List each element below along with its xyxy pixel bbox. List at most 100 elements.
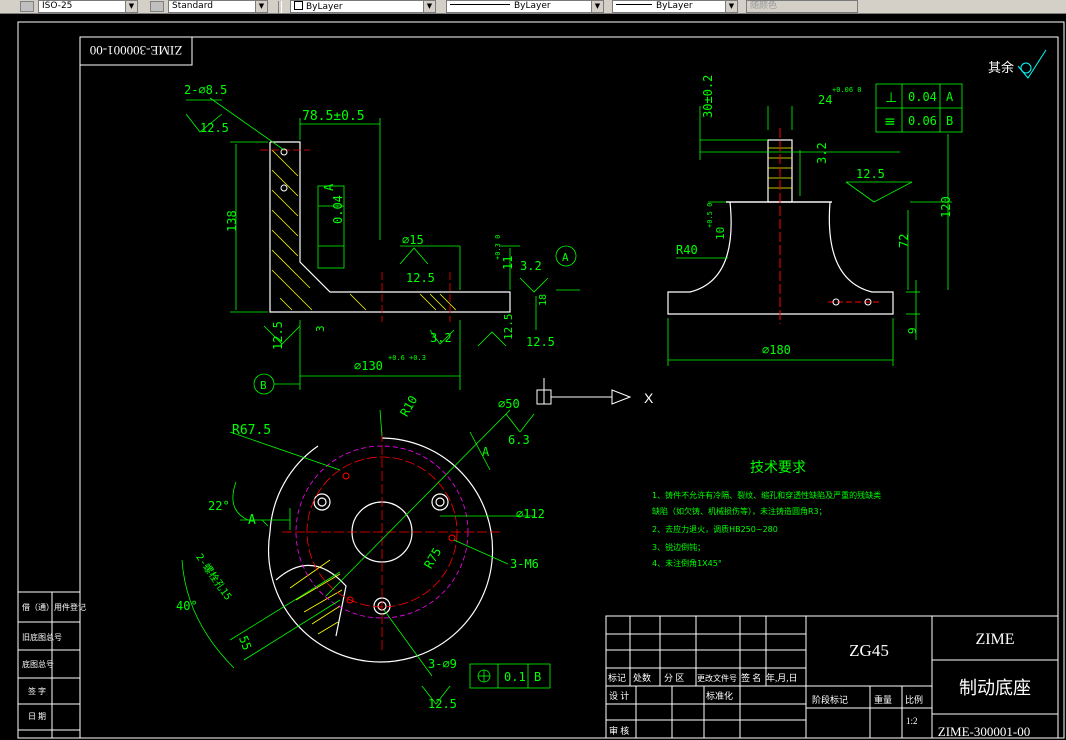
roughness-label: 6.3 — [508, 433, 530, 447]
dimension-label: 72 — [897, 234, 911, 248]
dimension-label: 22° — [208, 499, 230, 513]
roughness-check-icon — [1017, 49, 1047, 79]
datum-label: A — [562, 251, 569, 264]
roughness-label: 12.5 — [406, 271, 435, 285]
tolerance-label: +0.3 0 — [494, 235, 502, 260]
dimension-label: 3 — [314, 325, 327, 332]
chevron-down-icon[interactable]: ▼ — [255, 1, 267, 12]
dimension-label: R10 — [397, 393, 420, 419]
linetype-value: ByLayer — [514, 1, 551, 11]
hole-callout-label: 2-⌀8.5 — [184, 83, 227, 97]
dimstyle-manager-icon[interactable] — [20, 1, 34, 12]
dimension-label: 11 — [501, 256, 515, 270]
top-view: R10 R67.5 ⌀50 6.3 A 22° A ⌀112 R75 3-M6 … — [176, 393, 551, 711]
title-block-label: 设 计 — [609, 690, 629, 701]
title-block-label: 更改文件号 — [697, 673, 737, 683]
mirrored-drawing-number: ZIME-300001-00 — [90, 43, 182, 58]
title-block-label: 处数 — [633, 672, 651, 683]
tech-req-line: 3、锐边倒钝； — [652, 542, 705, 552]
dimension-label: 55 — [236, 634, 254, 652]
strip-row-label: 底图总号 — [22, 659, 54, 669]
plotstyle-value: 随颜色 — [750, 1, 778, 11]
drawing-outer-border — [17, 21, 1065, 739]
chevron-down-icon[interactable]: ▼ — [125, 1, 137, 12]
roughness-circle-icon — [1020, 62, 1032, 74]
title-block-label: 阶段标记 — [812, 694, 848, 705]
textstyle-value: Standard — [172, 1, 213, 11]
title-block-label: 分 区 — [664, 673, 684, 683]
datum-label: B — [260, 379, 267, 392]
chevron-down-icon[interactable]: ▼ — [591, 1, 603, 12]
tolerance-value: 0.06 — [908, 114, 937, 128]
left-registration-strip — [17, 591, 81, 739]
dimension-label: 30±0.2 — [701, 75, 715, 118]
dimension-label: ⌀130 — [354, 359, 383, 373]
lineweight-combo[interactable]: ByLayer ▼ — [612, 0, 738, 13]
title-block — [605, 615, 1059, 739]
material-label: ZG45 — [849, 641, 889, 660]
dimension-label: ⌀50 — [498, 397, 520, 411]
tolerance-datum: A — [946, 90, 954, 104]
toolbar-separator — [278, 1, 282, 13]
roughness-label: 3.2 — [430, 331, 452, 345]
title-block-label: 审 核 — [609, 725, 629, 736]
slot-note-label: 2-螺栓孔15 — [193, 551, 235, 603]
strip-row-label: 借（通）用件登记 — [22, 602, 86, 612]
lineweight-value: ByLayer — [656, 1, 693, 11]
tolerance-datum: A — [322, 183, 336, 191]
dimension-label: R67.5 — [232, 423, 271, 438]
tolerance-datum: B — [946, 114, 953, 128]
plotstyle-combo[interactable]: 随颜色 — [746, 0, 858, 13]
chevron-down-icon[interactable]: ▼ — [423, 1, 435, 12]
roughness-label: 12.5 — [200, 121, 229, 135]
dimstyle-value: ISO-25 — [42, 1, 73, 11]
part-number-label: ZIME-300001-00 — [938, 724, 1030, 739]
strip-row-label: 签 字 — [28, 686, 46, 696]
part-name-label: 制动底座 — [959, 678, 1031, 698]
roughness-label: 3.2 — [520, 259, 542, 273]
properties-toolbar: ISO-25 ▼ Standard ▼ ByLayer ▼ ByLayer ▼ ByLa… — [0, 0, 1066, 14]
lineweight-sample-icon — [616, 4, 652, 5]
dimension-label: R75 — [421, 545, 444, 571]
color-value: ByLayer — [306, 2, 343, 12]
dimension-label: 12.5 — [502, 314, 515, 341]
drawing-inner-border — [79, 36, 1059, 739]
title-block-label: 标记 — [608, 672, 626, 683]
title-block-label: 签 名 — [741, 672, 761, 683]
textstyle-manager-icon[interactable] — [150, 1, 164, 12]
dimension-label: 24 — [818, 93, 832, 107]
dimension-label: 138 — [225, 210, 239, 232]
tolerance-label: +0.06 0 — [832, 86, 862, 94]
strip-row-label: 旧底图总号 — [22, 632, 62, 642]
chevron-down-icon[interactable]: ▼ — [725, 1, 737, 12]
tolerance-value: 0.04 — [331, 195, 345, 224]
tolerance-value: 0.04 — [908, 90, 937, 104]
dimension-label: 10 — [714, 227, 727, 240]
tolerance-label: +0.5 0 — [706, 203, 714, 228]
roughness-other-label: 其余 — [988, 60, 1014, 75]
scale-value: 1:2 — [906, 716, 918, 726]
dimension-label: ⌀15 — [402, 233, 424, 247]
tech-req-line: 4、未注倒角1X45° — [652, 558, 722, 568]
dimension-label: 120 — [939, 196, 953, 218]
dimension-label: ⌀180 — [762, 343, 791, 357]
dimstyle-combo[interactable]: ISO-25 ▼ — [38, 0, 138, 13]
textstyle-combo[interactable]: Standard ▼ — [168, 0, 268, 13]
dimension-label: R40 — [676, 243, 698, 257]
side-view: 30±0.2 24 +0.06 0 ⊥ 0.04 A ≡ 0.06 B 3.2 … — [667, 75, 963, 366]
linetype-combo[interactable]: ByLayer ▼ — [446, 0, 604, 13]
roughness-label: 12.5 — [526, 335, 555, 349]
tech-req-line: 1、铸件不允许有冷隔、裂纹、缩孔和穿透性缺陷及严重的残缺类 — [652, 490, 881, 500]
tolerance-datum: B — [534, 670, 541, 684]
color-combo[interactable]: ByLayer ▼ — [290, 0, 436, 13]
tech-req-line: 缺陷（如欠铸、机械损伤等），未注铸造圆角R3； — [652, 506, 827, 516]
section-label: A — [248, 513, 256, 528]
holes-label: 3-⌀9 — [428, 657, 457, 671]
company-label: ZIME — [975, 631, 1014, 648]
tech-req-title: 技术要求 — [750, 460, 806, 476]
linetype-sample-icon — [450, 4, 510, 5]
roughness-label: 12.5 — [856, 167, 885, 181]
title-block-label: 标准化 — [706, 690, 733, 701]
tolerance-value: 0.1 — [504, 670, 526, 684]
